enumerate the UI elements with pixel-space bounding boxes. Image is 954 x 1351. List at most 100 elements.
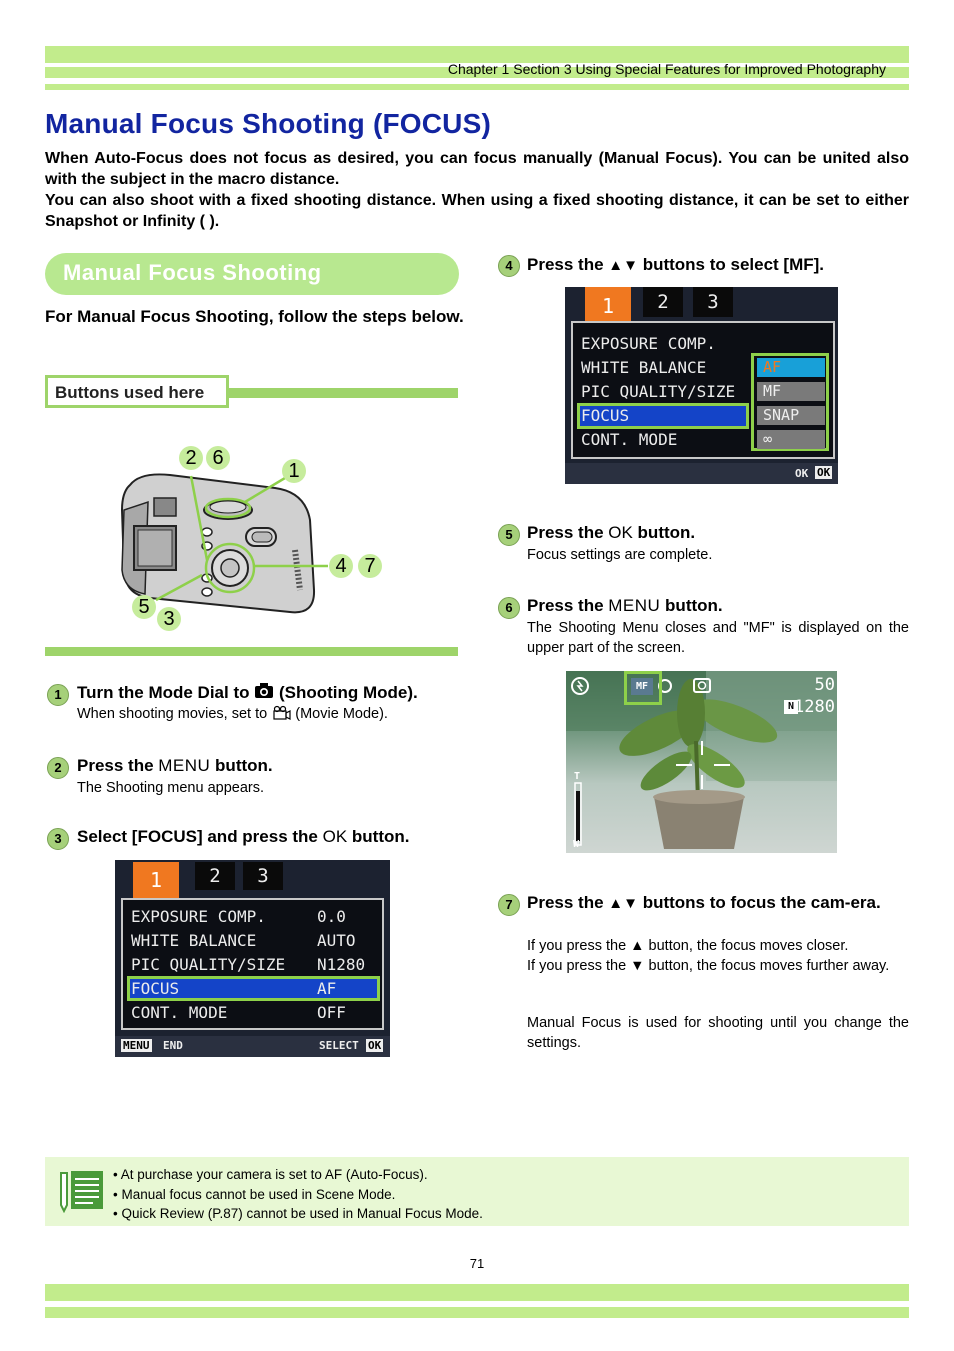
option-infinity[interactable]: ∞ [757, 430, 825, 449]
step-number: 1 [47, 684, 69, 706]
focus-options-box [751, 353, 829, 451]
menu-panel [121, 898, 384, 1030]
section-heading-pill: Manual Focus Shooting [45, 253, 459, 295]
step-2-text: The Shooting menu appears. [77, 780, 265, 796]
step-5-text: Focus settings are complete. [527, 547, 713, 563]
zoom-t-label: T [574, 771, 581, 782]
up-down-icon: ▲▼ [608, 257, 638, 274]
note-icon [60, 1171, 103, 1213]
menu-footer-ok: OK [795, 467, 809, 480]
menu-values: 0.0 AUTO N1280 AF OFF [317, 905, 365, 1025]
step-7-text-3: Manual Focus is used for shooting until … [527, 1015, 909, 1051]
step-number: 4 [498, 255, 520, 277]
section-separator [45, 647, 458, 656]
menu-row-value: N1280 [317, 955, 366, 974]
buttons-used-box: Buttons used here [45, 375, 229, 408]
menu-row-label: WHITE BALANCE [581, 358, 707, 377]
callout-2: 2 [179, 446, 203, 470]
step-number: 6 [498, 597, 520, 619]
section-heading: Manual Focus Shooting [63, 260, 322, 285]
tab-3: 3 [693, 287, 733, 317]
mf-badge-frame [624, 671, 662, 705]
menu-row-value: AUTO [317, 931, 356, 950]
ok-key-badge: OK [366, 1039, 384, 1052]
plant-photo [566, 671, 837, 849]
step-6-text: The Shooting Menu closes and "MF" is dis… [527, 620, 909, 656]
menu-footer-select: SELECT [319, 1039, 359, 1052]
menu-row-label: CONT. MODE [581, 430, 678, 449]
mf-badge: MF [631, 678, 653, 695]
step-number: 7 [498, 894, 520, 916]
movie-mode-icon [273, 705, 291, 720]
option-af[interactable]: AF [757, 358, 825, 377]
step-number: 5 [498, 524, 520, 546]
callout-4: 4 [329, 554, 353, 578]
menu-labels: EXPOSURE COMP. WHITE BALANCE PIC QUALITY… [131, 905, 285, 1025]
menu-labels: EXPOSURE COMP. WHITE BALANCE PIC QUALITY… [581, 332, 735, 452]
ok-key: OK [608, 523, 633, 542]
preview-screen: MF 50 N 1280 T W [566, 671, 837, 853]
footer-bar-top [45, 1284, 909, 1301]
tab-1: 1 [133, 862, 179, 898]
callout-3: 3 [157, 607, 181, 631]
camera-illustration [120, 473, 328, 614]
shot-count: 50 [814, 675, 835, 695]
tab-2: 2 [195, 862, 235, 890]
header-bar-bottom [45, 67, 909, 78]
menu-row-value: OFF [317, 1003, 346, 1022]
intro-paragraph-1: When Auto-Focus does not focus as desire… [45, 150, 909, 188]
note-item: • At purchase your camera is set to AF (… [113, 1167, 428, 1182]
footer-bar-bottom [45, 1307, 909, 1318]
step-3-title: Select [FOCUS] and press the OK button. [77, 827, 410, 846]
note-box: • At purchase your camera is set to AF (… [45, 1157, 909, 1226]
intro-text: When Auto-Focus does not focus as desire… [45, 148, 909, 232]
callout-6: 6 [206, 446, 230, 470]
focus-highlight [127, 976, 380, 1001]
menu-footer [115, 1036, 390, 1057]
menu-key: MENU [608, 596, 661, 615]
subheading: For Manual Focus Shooting, follow the st… [45, 307, 464, 326]
menu-footer-end: END [163, 1039, 183, 1052]
menu-row-label: EXPOSURE COMP. [131, 907, 266, 926]
menu-row-value: AF [317, 979, 337, 998]
size-badge: N [784, 700, 798, 714]
step-7-text-1: If you press the ▲ button, the focus mov… [527, 938, 849, 954]
menu-row-label: WHITE BALANCE [131, 931, 257, 950]
menu-row-label: CONT. MODE [131, 1003, 228, 1022]
menu-row-value: 0.0 [317, 907, 346, 926]
menu-key-badge: MENU [121, 1039, 152, 1052]
focus-highlight [577, 403, 749, 429]
option-mf[interactable]: MF [757, 382, 825, 401]
step-6-title: Press the MENU button. [527, 596, 723, 615]
note-list: • At purchase your camera is set to AF (… [113, 1165, 483, 1224]
menu-key: MENU [158, 756, 211, 775]
page-number: 71 [469, 1256, 485, 1271]
tab-2: 2 [643, 287, 683, 317]
up-down-icon: ▲▼ [608, 895, 638, 912]
buttons-used-label: Buttons used here [55, 383, 205, 402]
menu-row-label: PIC QUALITY/SIZE [581, 382, 736, 401]
menu-row-label: FOCUS [581, 406, 630, 425]
menu-row-label: EXPOSURE COMP. [581, 334, 716, 353]
menu-screen-1: 1 2 3 EXPOSURE COMP. WHITE BALANCE PIC Q… [115, 860, 390, 1057]
callout-7: 7 [358, 554, 382, 578]
header-bar-top [45, 46, 909, 63]
option-snap[interactable]: SNAP [757, 406, 825, 425]
step-4-title: Press the ▲▼ buttons to select [MF]. [527, 255, 825, 274]
step-number: 2 [47, 757, 69, 779]
buttons-used-rule [229, 388, 458, 398]
ok-key-badge: OK [815, 466, 833, 479]
step-5-title: Press the OK button. [527, 523, 696, 542]
chapter-header: Chapter 1 Section 3 Using Special Featur… [447, 61, 886, 77]
step-number: 3 [47, 828, 69, 850]
step-2-title: Press the MENU button. [77, 756, 273, 775]
intro-paragraph-2: You can also shoot with a fixed shooting… [45, 192, 909, 230]
callout-5: 5 [132, 595, 156, 619]
note-item: • Quick Review (P.87) cannot be used in … [113, 1206, 483, 1221]
menu-screen-2: 1 2 3 EXPOSURE COMP. WHITE BALANCE PIC Q… [565, 287, 838, 484]
step-7-text-2: If you press the ▼ button, the focus mov… [527, 958, 890, 974]
zoom-w-label: W [573, 839, 580, 850]
callout-1: 1 [282, 459, 306, 483]
note-item: • Manual focus cannot be used in Scene M… [113, 1186, 396, 1202]
ok-key: OK [322, 827, 348, 846]
